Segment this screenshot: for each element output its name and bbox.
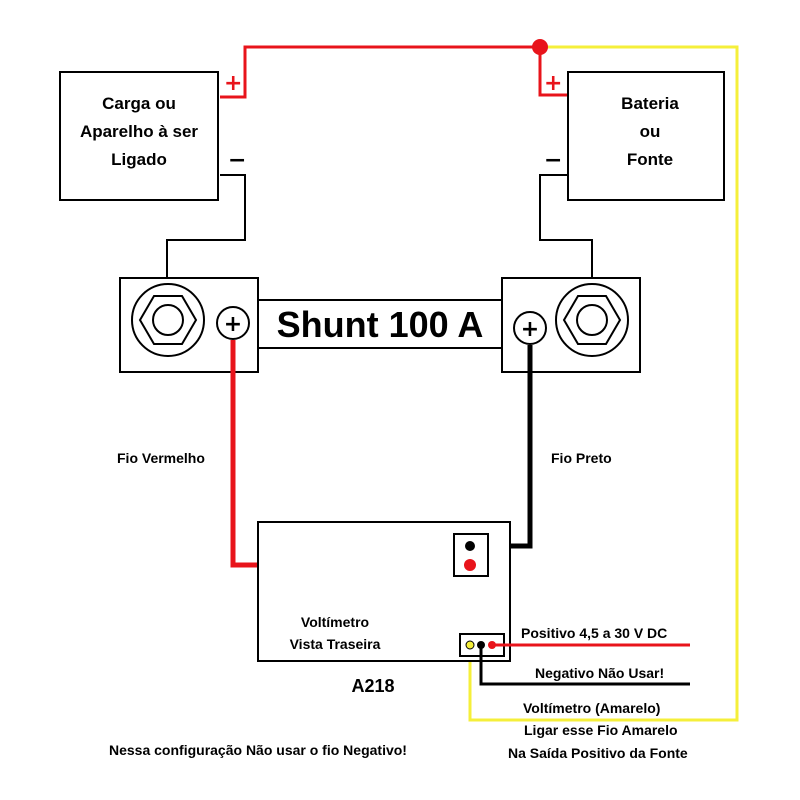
power-yellow-pin xyxy=(465,640,475,650)
battery-box xyxy=(567,71,725,201)
voltmeter-model: A218 xyxy=(351,676,394,696)
voltmeter-line-2: Vista Traseira xyxy=(290,636,381,652)
shunt: Shunt 100 A + + xyxy=(119,277,641,373)
power-positive-pin xyxy=(488,641,496,649)
battery-negative-wire xyxy=(539,174,593,298)
right-shunt-terminal xyxy=(513,311,547,345)
connector-black-pin xyxy=(465,541,475,551)
left-shunt-terminal xyxy=(216,306,250,340)
positive-label: Positivo 4,5 a 30 V DC xyxy=(521,625,667,641)
red-top-wire xyxy=(220,45,568,99)
battery-plus-sign: + xyxy=(544,71,562,96)
negative-wire xyxy=(479,645,690,686)
shunt-bar xyxy=(257,299,503,349)
right-shunt-plus-icon: + xyxy=(521,317,539,342)
load-minus-sign: − xyxy=(228,148,246,173)
load-box-line-3: Ligado xyxy=(111,150,167,169)
negative-label: Negativo Não Usar! xyxy=(535,665,664,681)
yellow-wire xyxy=(468,45,739,722)
red-wire-label: Fio Vermelho xyxy=(117,450,205,466)
yellow-label: Voltímetro (Amarelo) xyxy=(523,700,660,716)
load-box xyxy=(59,71,219,201)
load-negative-wire xyxy=(166,174,246,298)
black-wire xyxy=(470,345,533,549)
connector-red-pin xyxy=(464,559,476,571)
load-box-line-2: Aparelho à ser xyxy=(80,122,198,141)
battery-box-line-1: Bateria xyxy=(621,94,679,113)
battery-box-line-2: ou xyxy=(640,122,661,141)
battery-minus-sign: − xyxy=(544,148,562,173)
load-plus-sign: + xyxy=(224,71,242,96)
junction-dot xyxy=(532,39,548,55)
left-bolt-inner xyxy=(152,304,184,336)
left-shunt-plus-icon: + xyxy=(224,312,242,337)
black-wire-label: Fio Preto xyxy=(551,450,612,466)
voltmeter-line-1: Voltímetro xyxy=(301,614,369,630)
power-negative-pin xyxy=(477,641,485,649)
load-box-line-1: Carga ou xyxy=(102,94,176,113)
right-bolt-inner xyxy=(576,304,608,336)
battery-box-line-3: Fonte xyxy=(627,150,673,169)
shunt-label: Shunt 100 A xyxy=(277,304,484,345)
footer-note: Nessa configuração Não usar o fio Negati… xyxy=(109,742,407,758)
yellow-note-1: Ligar esse Fio Amarelo xyxy=(524,722,678,738)
yellow-note-2: Na Saída Positivo da Fonte xyxy=(508,745,688,761)
